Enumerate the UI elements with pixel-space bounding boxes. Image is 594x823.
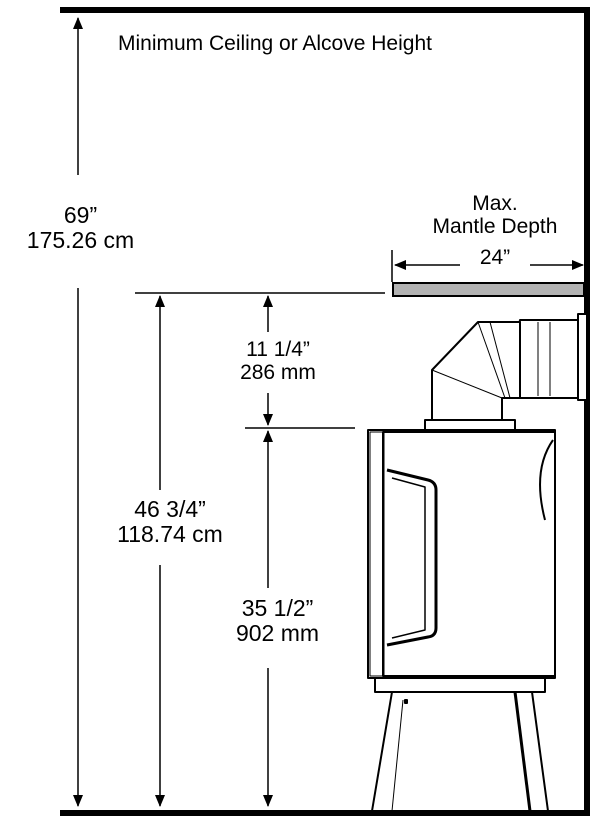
mantle-height-label: 46 3/4” 118.74 cm xyxy=(100,496,240,548)
mantle-caption-line1: Max. xyxy=(472,192,518,215)
clearance-label: 11 1/4” 286 mm xyxy=(218,338,338,384)
stove-height-mm: 902 mm xyxy=(235,620,320,647)
total-height-inches: 69” xyxy=(63,202,98,228)
stove-illustration xyxy=(367,313,588,812)
stove-height-label: 35 1/2” 902 mm xyxy=(210,595,345,647)
mantle-depth-caption: Max. Mantle Depth xyxy=(400,192,590,238)
title-label: Minimum Ceiling or Alcove Height xyxy=(118,32,432,55)
mantle-shelf xyxy=(392,282,585,297)
stove-height-inches: 35 1/2” xyxy=(241,595,314,621)
total-height-cm: 175.26 cm xyxy=(26,227,135,254)
total-height-label: 69” 175.26 cm xyxy=(8,202,153,254)
mantle-height-inches: 46 3/4” xyxy=(134,496,206,522)
clearance-mm: 286 mm xyxy=(240,361,316,385)
mantle-height-cm: 118.74 cm xyxy=(117,521,223,548)
mantle-caption-line2: Mantle Depth xyxy=(432,215,558,239)
clearance-inches: 11 1/4” xyxy=(246,338,310,361)
mantle-depth-value: 24” xyxy=(460,246,530,270)
